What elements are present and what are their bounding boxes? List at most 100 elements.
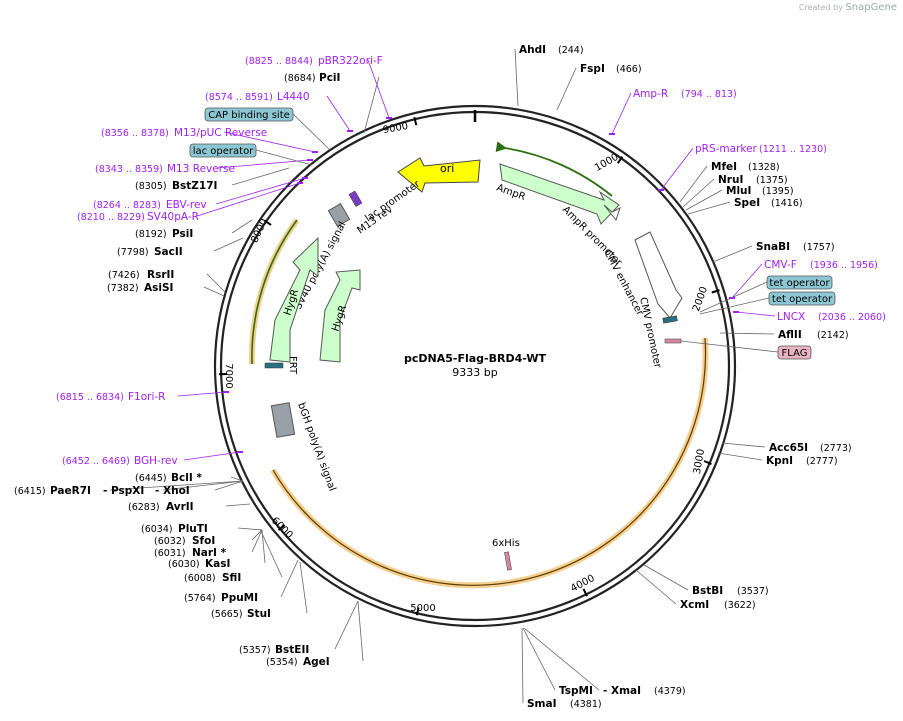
feature-box: [766, 275, 833, 290]
primer-range: (8574 .. 8591): [205, 92, 273, 103]
scale-tick: [263, 219, 272, 226]
enzyme-position: (1416): [771, 198, 803, 209]
label-leader-lines: [109, 48, 779, 704]
enzyme-label: BclI *: [171, 472, 202, 484]
feature-box-label: tet operator: [772, 294, 833, 305]
enzyme-label: BstEII: [275, 644, 309, 656]
enzyme-label: PsiI: [172, 228, 193, 240]
leader-line: [643, 564, 689, 591]
m13-rev-feature: [348, 190, 363, 207]
plasmid-name: pcDNA5-Flag-BRD4-WT: [404, 352, 546, 365]
primer-label: L4440: [277, 91, 310, 103]
primer-range: (6452 .. 6469): [62, 456, 130, 467]
leader-line: [292, 113, 331, 151]
enzyme-position: (3537): [737, 586, 769, 597]
primer-label: M13/pUC Reverse: [174, 127, 267, 139]
leader-line: [280, 559, 299, 598]
site-labels: AhdI(244)FspI(466)MfeI(1328)NruI(1375)Ml…: [14, 44, 886, 710]
leader-line: [611, 92, 632, 135]
cmv-promoter-feature: [662, 315, 678, 324]
ori-feature: [397, 157, 481, 193]
enzyme-label: SnaBI: [756, 241, 790, 253]
enzyme-label: SpeI: [734, 197, 760, 209]
feature-box-label: FLAG: [782, 348, 808, 359]
feature-box: [189, 143, 257, 158]
enzyme-label: AgeI: [303, 656, 330, 668]
enzyme-label: KpnI: [766, 455, 793, 467]
enzyme-position: (5354): [266, 657, 298, 668]
enzyme-position: (1395): [762, 186, 794, 197]
primer-label: pBR322ori-F: [318, 55, 383, 67]
leader-line: [635, 569, 677, 605]
leader-line: [721, 442, 766, 448]
primer-range: (1211 .. 1230): [759, 144, 827, 155]
enzyme-label: Acc65I: [769, 442, 808, 454]
leader-line: [109, 480, 244, 491]
leader-line: [679, 165, 708, 203]
feature-box-label: lac operator: [193, 146, 254, 157]
scale-tick: [413, 117, 418, 126]
leader-line: [183, 451, 241, 461]
enzyme-position: (2777): [806, 456, 838, 467]
enzyme-label: AhdI: [519, 44, 546, 56]
leader-line: [334, 600, 359, 650]
his-tag-label: 6xHis: [492, 538, 520, 549]
enzyme-label: BstBI: [692, 585, 723, 597]
scale-tick-label: 5000: [410, 603, 435, 614]
scale-tick-label: 9000: [382, 121, 409, 136]
leader-line: [685, 189, 723, 211]
enzyme-position: (5665): [211, 609, 243, 620]
enzyme-position: (2142): [817, 330, 849, 341]
leader-line: [682, 178, 715, 208]
enzyme-position: (7426): [108, 270, 140, 281]
leader-line: [514, 48, 519, 107]
enzyme-position: (6031): [154, 548, 186, 559]
leader-line: [719, 332, 775, 335]
ampr-promoter-feature: [603, 204, 621, 222]
enzyme-position: (4381): [570, 699, 602, 710]
enzyme-label: MfeI: [711, 161, 737, 173]
leader-line: [255, 149, 313, 166]
enzyme-position: (1375): [756, 175, 788, 186]
enzyme-label: AvrII: [166, 501, 194, 513]
leader-line: [261, 529, 266, 564]
leader-line: [521, 627, 524, 704]
leader-line: [367, 59, 390, 119]
leader-line: [162, 480, 244, 491]
enzyme-label: SfoI: [192, 535, 215, 547]
enzyme-label: NruI: [718, 174, 743, 186]
enzyme-position: (6445): [135, 473, 167, 484]
enzyme-position: (466): [616, 64, 642, 75]
leader-line: [206, 273, 226, 293]
leader-line: [177, 391, 227, 397]
leader-line: [357, 600, 364, 662]
snapgene-credit: Created by SnapGene: [799, 2, 897, 13]
enzyme-label: XcmI: [680, 599, 709, 611]
leader-line: [225, 503, 251, 507]
enzyme-position: (244): [558, 45, 584, 56]
scale-tick-label: 7000: [223, 363, 234, 388]
enzyme-position: (7798): [117, 247, 149, 258]
enzyme-position: (6008): [184, 573, 216, 584]
feature-box: [777, 345, 812, 360]
enzyme-label: - XhoI: [155, 485, 190, 497]
leader-line: [712, 245, 753, 263]
cmv-promoter-label: CMV promoter: [637, 296, 663, 370]
primer-label: LNCX: [777, 311, 805, 323]
enzyme-position: (7382): [107, 283, 139, 294]
leader-line: [231, 219, 253, 234]
enzyme-position: (8192): [135, 229, 167, 240]
leader-line: [326, 95, 351, 132]
scale-tick: [415, 607, 420, 616]
enzyme-position: (6283): [128, 502, 160, 513]
leader-line: [699, 297, 770, 315]
enzyme-label: - XmaI: [603, 685, 641, 697]
primer-label: CMV-F: [764, 259, 797, 271]
enzyme-position: (2773): [820, 443, 852, 454]
leader-line: [363, 76, 380, 134]
primer-range: (8356 .. 8378): [101, 128, 169, 139]
leader-line: [223, 131, 316, 153]
his-tag-feature: [504, 551, 512, 571]
enzyme-label: MluI: [726, 185, 751, 197]
primer-label: Amp-R: [633, 88, 668, 100]
